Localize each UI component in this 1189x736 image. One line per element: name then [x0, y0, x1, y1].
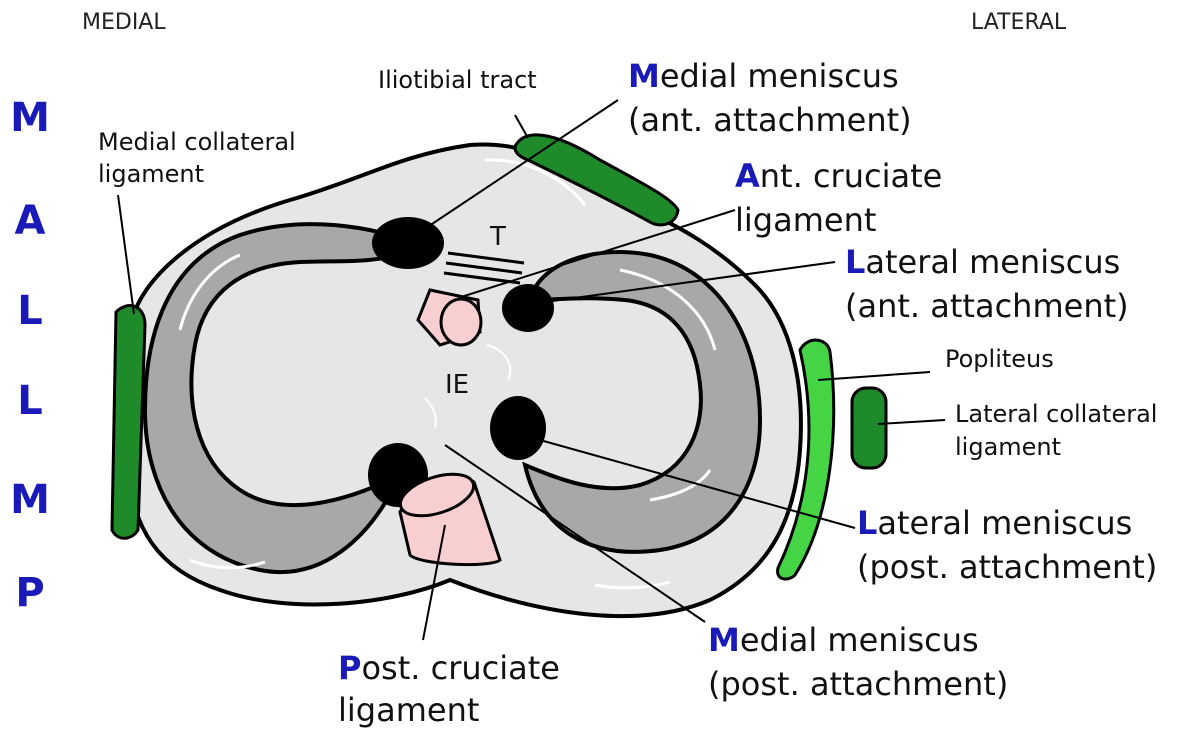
- label-acl-initial: A: [735, 157, 760, 195]
- label-mcl-line1: Medial collateral: [98, 128, 296, 156]
- label-mm-post-line2: (post. attachment): [708, 666, 1008, 704]
- label-lm-ant-initial: L: [845, 243, 865, 281]
- label-mm-post-line1: Medial meniscus: [708, 622, 979, 660]
- label-pcl-line2: ligament: [338, 692, 479, 730]
- lateral-meniscus-ant-attachment: [502, 284, 554, 332]
- label-pcl-initial: P: [338, 649, 361, 687]
- mnemonic-letter: L: [10, 378, 50, 424]
- medial-header: MEDIAL: [82, 10, 166, 36]
- label-pcl-rest: ost. cruciate: [361, 649, 560, 687]
- label-mm-post-rest: edial meniscus: [740, 621, 979, 659]
- label-acl-line2: ligament: [735, 202, 876, 240]
- label-lm-post-initial: L: [857, 504, 877, 542]
- label-acl-rest: nt. cruciate: [760, 157, 943, 195]
- label-acl-line1: Ant. cruciate: [735, 158, 942, 196]
- label-mm-ant-line1: Medial meniscus: [628, 58, 899, 96]
- label-mcl-line2: ligament: [98, 160, 204, 188]
- mnemonic-letter: A: [10, 198, 50, 244]
- mnemonic-letter: L: [10, 288, 50, 334]
- label-mm-ant-line2: (ant. attachment): [628, 102, 912, 140]
- mnemonic-letter: P: [10, 570, 50, 616]
- intercondylar-eminence-mark: IE: [445, 370, 469, 400]
- leader-mcl: [118, 195, 134, 314]
- lateral-meniscus-post-attachment: [490, 396, 546, 460]
- label-pcl-line1: Post. cruciate: [338, 650, 560, 688]
- leader-popliteus: [818, 372, 930, 380]
- label-lm-ant-line1: Lateral meniscus: [845, 244, 1120, 282]
- label-lm-ant-line2: (ant. attachment): [845, 288, 1129, 326]
- label-popliteus: Popliteus: [945, 345, 1054, 373]
- leader-lcl: [878, 420, 945, 424]
- mnemonic-letter: M: [10, 477, 50, 523]
- label-lcl-line1: Lateral collateral: [955, 400, 1157, 428]
- label-iliotibial-tract: Iliotibial tract: [378, 66, 537, 94]
- label-mm-ant-rest: edial meniscus: [660, 57, 899, 95]
- lateral-header: LATERAL: [971, 10, 1066, 36]
- label-mm-ant-initial: M: [628, 57, 660, 95]
- medial-collateral-ligament: [112, 306, 145, 539]
- label-lcl-line2: ligament: [955, 433, 1061, 461]
- leader-itt: [515, 115, 528, 138]
- label-lm-post-rest: ateral meniscus: [877, 504, 1132, 542]
- transverse-ligament-mark: T: [490, 222, 506, 252]
- label-lm-post-line1: Lateral meniscus: [857, 505, 1132, 543]
- mnemonic-letter: M: [10, 95, 50, 141]
- label-lm-ant-rest: ateral meniscus: [865, 243, 1120, 281]
- medial-meniscus-ant-attachment: [372, 217, 444, 269]
- label-lm-post-line2: (post. attachment): [857, 549, 1157, 587]
- lateral-collateral-ligament: [852, 388, 886, 468]
- label-mm-post-initial: M: [708, 621, 740, 659]
